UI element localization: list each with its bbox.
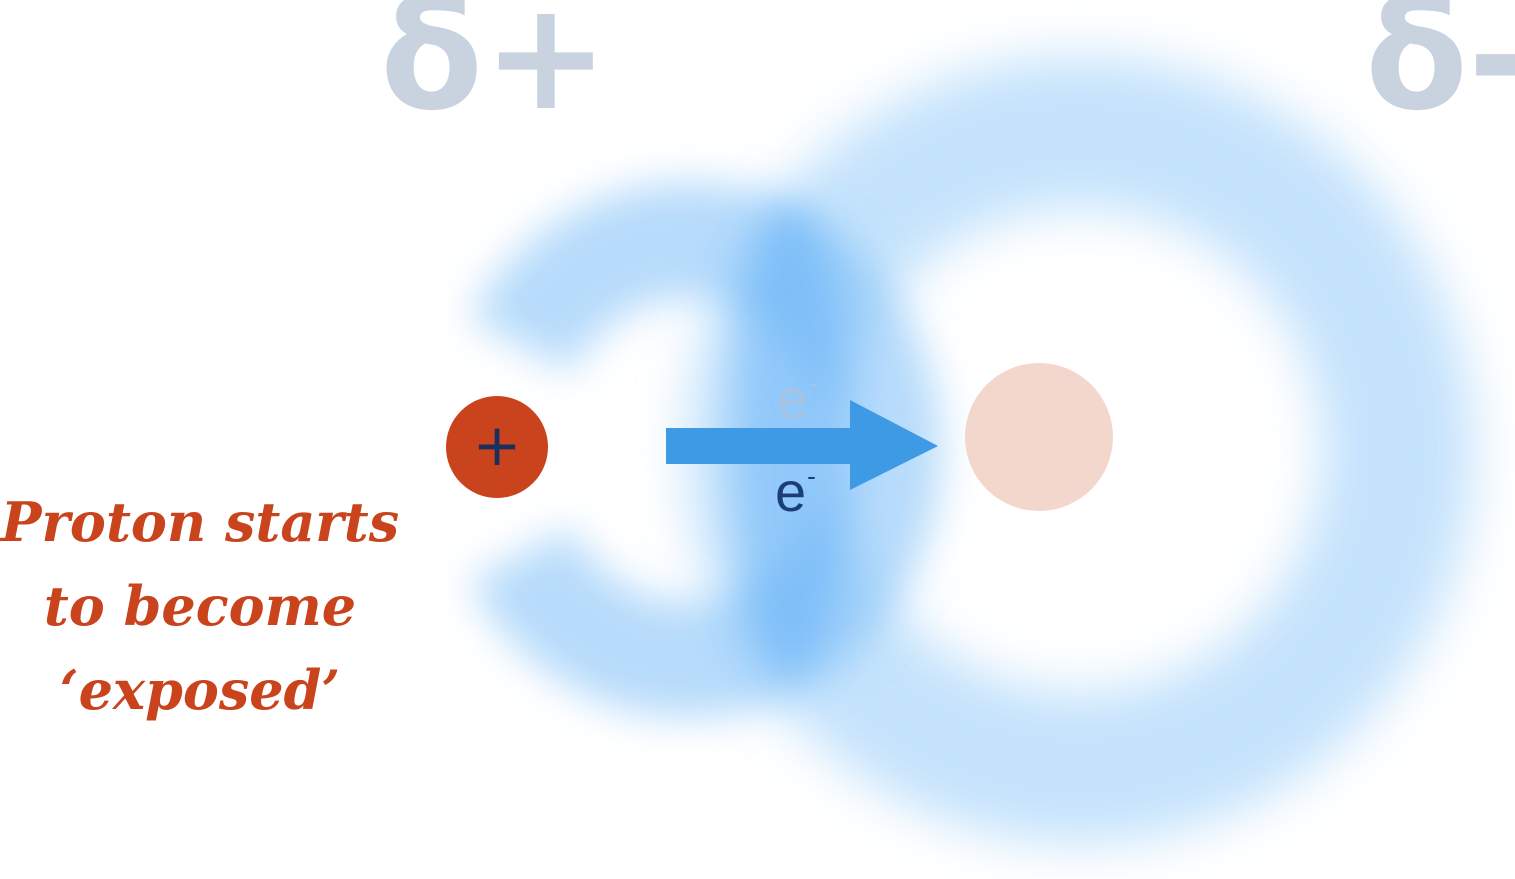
- electron-ghost-symbol: e: [777, 367, 809, 430]
- caption-line-1: Proton starts: [0, 490, 400, 554]
- proton-charge-sign: +: [472, 411, 522, 479]
- delta-plus-label: δ+: [380, 0, 609, 144]
- caption: Proton starts to become ‘exposed’: [0, 480, 400, 732]
- caption-line-3: ‘exposed’: [59, 658, 341, 722]
- caption-line-2: to become: [43, 574, 357, 638]
- delta-minus-label: δ-: [1365, 0, 1515, 144]
- electron-ghost-charge: -: [809, 368, 818, 398]
- electronegative-nucleus: [965, 363, 1113, 511]
- electron-charge: -: [807, 461, 816, 491]
- electron-label: e-: [775, 463, 816, 520]
- electron-symbol: e: [775, 460, 807, 523]
- electron-ghost-label: e-: [777, 370, 818, 427]
- right-arrow-icon: [666, 400, 938, 490]
- proton: +: [446, 396, 548, 498]
